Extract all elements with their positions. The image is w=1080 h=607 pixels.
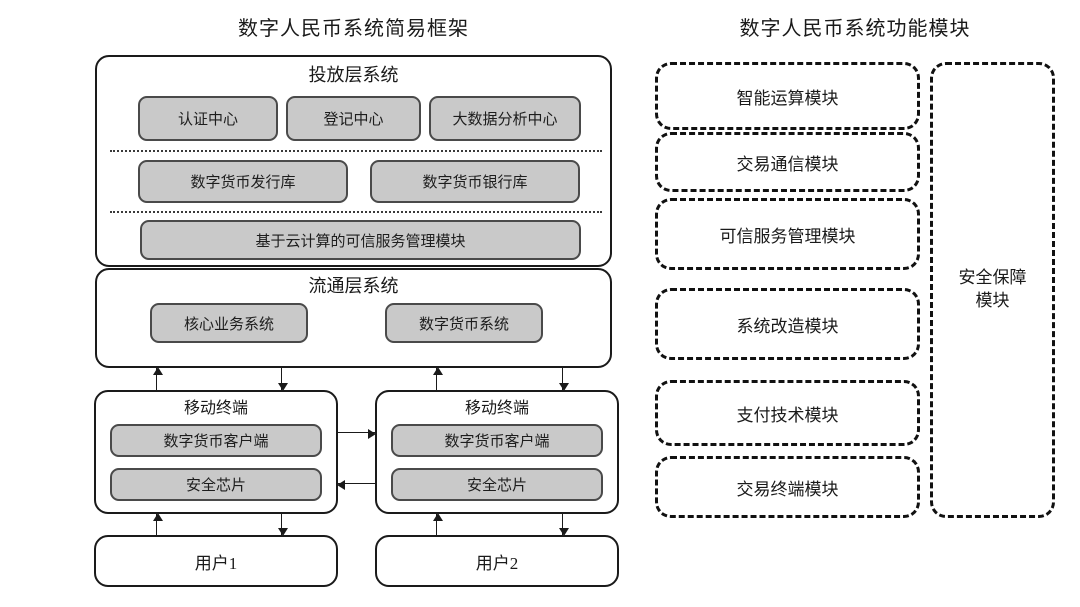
certification-center-box[interactable]: 认证中心 <box>138 96 278 141</box>
arrow-terminal-to-user2 <box>558 514 569 536</box>
arrow-right-terminal-to-circulation <box>432 367 443 390</box>
arrow-circulation-to-left-terminal <box>277 368 288 391</box>
digital-currency-client-left-box[interactable]: 数字货币客户端 <box>110 424 322 457</box>
module-security-guarantee[interactable]: 安全保障 模块 <box>930 62 1055 518</box>
module-system-transformation[interactable]: 系统改造模块 <box>655 288 920 360</box>
security-module-label-line2: 模块 <box>975 291 1010 310</box>
digital-currency-issuance-vault-box[interactable]: 数字货币发行库 <box>138 160 348 203</box>
user1-label: 用户1 <box>194 553 238 573</box>
user2-box[interactable] <box>375 535 619 587</box>
module-payment-technology[interactable]: 支付技术模块 <box>655 380 920 446</box>
security-chip-left-box[interactable]: 安全芯片 <box>110 468 322 501</box>
arrow-left-terminal-to-right-terminal <box>338 428 376 439</box>
module-trusted-service-management[interactable]: 可信服务管理模块 <box>655 198 920 270</box>
issuance-separator-1 <box>110 150 602 152</box>
cloud-trusted-service-module-box[interactable]: 基于云计算的可信服务管理模块 <box>140 220 581 260</box>
security-module-label-line1: 安全保障 <box>958 268 1027 288</box>
arrow-terminal-to-user1 <box>277 514 288 536</box>
core-business-system-box[interactable]: 核心业务系统 <box>150 303 308 343</box>
arrow-left-terminal-to-circulation <box>152 367 163 390</box>
big-data-analysis-center-box[interactable]: 大数据分析中心 <box>429 96 581 141</box>
left-diagram-title: 数字人民币系统简易框架 <box>238 18 469 40</box>
digital-currency-client-right-box[interactable]: 数字货币客户端 <box>391 424 603 457</box>
issuance-separator-2 <box>110 211 602 213</box>
user2-label: 用户2 <box>475 553 519 573</box>
arrow-user2-to-terminal <box>432 513 443 535</box>
module-intelligent-computing[interactable]: 智能运算模块 <box>655 62 920 130</box>
right-diagram-title: 数字人民币系统功能模块 <box>739 18 971 40</box>
arrow-user1-to-terminal <box>152 513 163 535</box>
arrow-circulation-to-right-terminal <box>558 368 569 391</box>
mobile-terminal-right-label: 移动终端 <box>464 400 529 417</box>
registration-center-box[interactable]: 登记中心 <box>286 96 421 141</box>
mobile-terminal-left-label: 移动终端 <box>183 400 248 417</box>
module-transaction-terminal[interactable]: 交易终端模块 <box>655 456 920 518</box>
user1-box[interactable] <box>94 535 338 587</box>
module-transaction-communication[interactable]: 交易通信模块 <box>655 132 920 192</box>
digital-currency-bank-vault-box[interactable]: 数字货币银行库 <box>370 160 580 203</box>
security-chip-right-box[interactable]: 安全芯片 <box>391 468 603 501</box>
issuance-layer-label: 投放层系统 <box>308 65 399 85</box>
digital-currency-system-box[interactable]: 数字货币系统 <box>385 303 543 343</box>
arrow-right-terminal-to-left-terminal <box>337 479 375 490</box>
circulation-layer-label: 流通层系统 <box>308 276 399 296</box>
